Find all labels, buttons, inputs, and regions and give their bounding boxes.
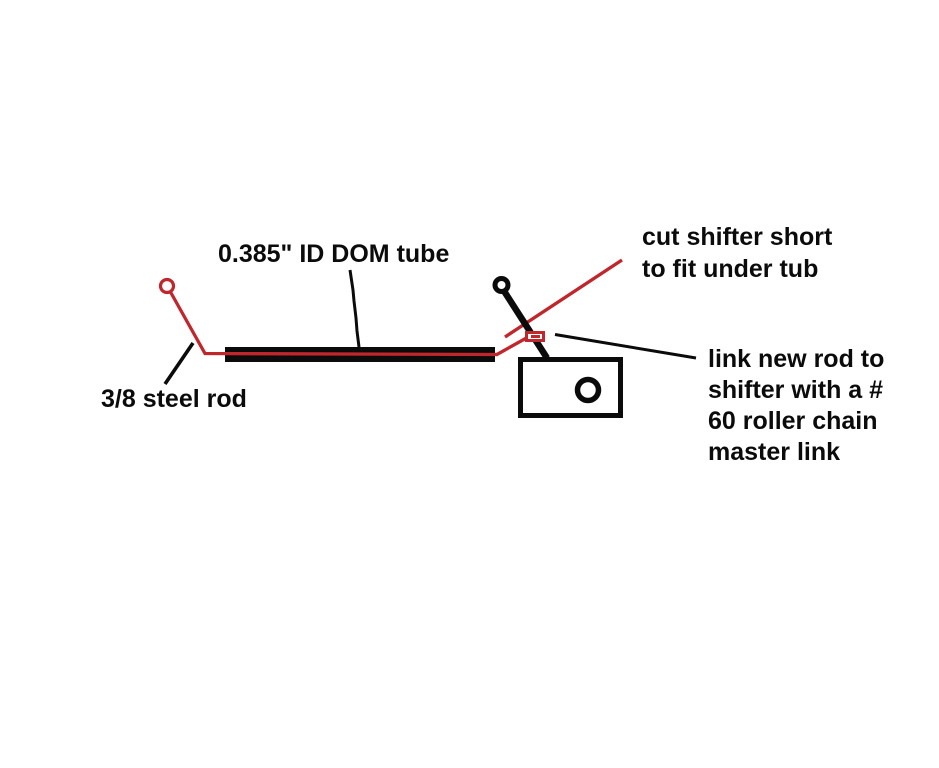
dom-tube-label: 0.385" ID DOM tube — [218, 240, 450, 268]
transmission-box — [518, 357, 623, 418]
steel-rod-label: 3/8 steel rod — [101, 385, 247, 413]
shifter-lever — [501, 289, 550, 360]
transmission-box-hole — [574, 376, 602, 404]
rod-to-link-segment — [495, 334, 531, 357]
master-link-leader-line — [554, 333, 697, 360]
steel-rod-line — [169, 291, 498, 357]
shifter-knob-circle — [492, 276, 511, 294]
steel-rod-leader-line — [163, 341, 195, 386]
master-link-label: link new rod to shifter with a # 60 roll… — [708, 345, 885, 466]
cut-shifter-label: cut shifter short to fit under tub — [642, 223, 833, 283]
rod-eyelet-circle — [158, 277, 176, 295]
dom-tube-leader-line — [348, 269, 361, 348]
